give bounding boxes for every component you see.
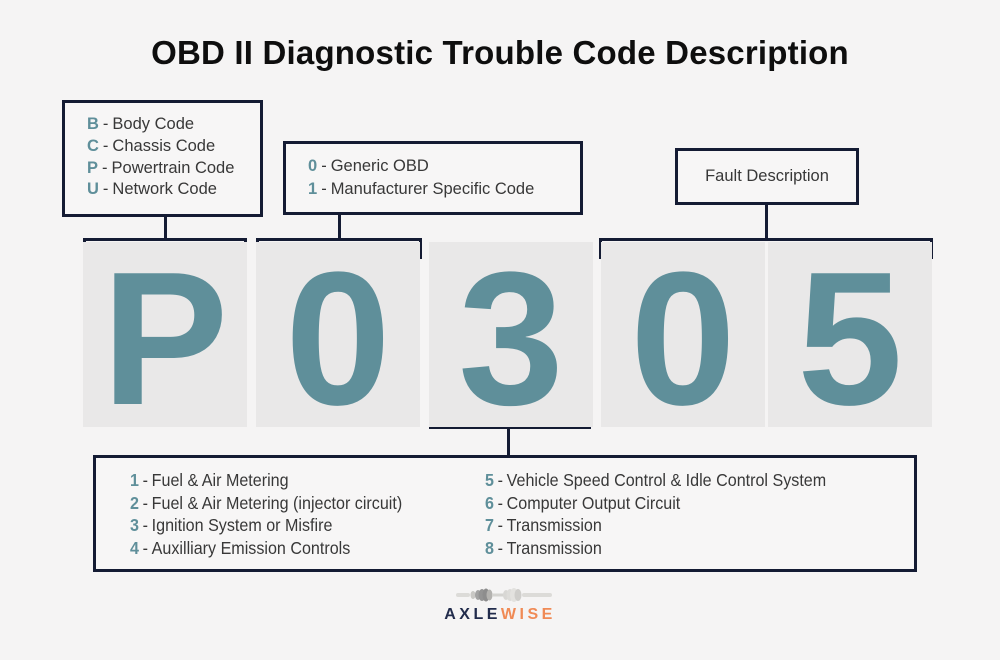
legend-separator: -	[497, 537, 503, 558]
legend-label: Transmission	[506, 537, 602, 558]
code-char-cell-5: 5	[768, 242, 932, 434]
fault-description-label: Fault Description	[705, 167, 829, 185]
legend-label: Network Code	[112, 180, 217, 199]
subsystem-item: 2-Fuel & Air Metering (injector circuit)	[130, 492, 402, 515]
connector-scope-to-char2	[338, 213, 341, 240]
legend-key: 1	[130, 470, 139, 490]
legend-separator: -	[142, 537, 148, 558]
code-char: 3	[458, 232, 564, 445]
subsystem-column-right: 5-Vehicle Speed Control & Idle Control S…	[485, 469, 856, 559]
legend-key: 2	[130, 492, 139, 513]
brand-logo: AXLEWISE	[0, 587, 1000, 624]
legend-separator: -	[497, 470, 503, 490]
legend-line: 0-Generic OBD	[308, 155, 580, 178]
connector-system-to-char1	[164, 215, 167, 240]
legend-key: 8	[485, 537, 494, 558]
code-char: 0	[630, 232, 736, 445]
legend-separator: -	[142, 470, 148, 490]
legend-label: Fuel & Air Metering (injector circuit)	[151, 492, 403, 513]
code-char: 0	[285, 232, 391, 445]
code-char-cell-3: 3	[429, 242, 593, 434]
legend-separator: -	[321, 180, 327, 198]
page-title: OBD II Diagnostic Trouble Code Descripti…	[151, 34, 849, 71]
subsystem-item: 8-Transmission	[485, 537, 826, 560]
subsystem-legend-box: 1-Fuel & Air Metering 2-Fuel & Air Meter…	[93, 455, 917, 572]
legend-key: 5	[485, 470, 494, 490]
code-char-cell-4: 0	[601, 242, 765, 434]
connector-char3-to-subsystems	[507, 427, 510, 457]
scope-code-legend-box: 0-Generic OBD 1-Manufacturer Specific Co…	[283, 141, 583, 215]
legend-key: 3	[130, 515, 139, 536]
legend-label: Chassis Code	[112, 136, 216, 155]
legend-key: P	[87, 158, 99, 177]
legend-line: U-Network Code	[87, 179, 260, 201]
legend-label: Transmission	[506, 515, 602, 536]
system-code-legend-box: B-Body Code C-Chassis Code P-Powertrain …	[62, 100, 263, 217]
legend-key: 0	[308, 157, 318, 175]
legend-line: B-Body Code	[87, 114, 260, 136]
brand-wordmark-primary: AXLE	[444, 606, 501, 623]
legend-label: Fuel & Air Metering	[151, 470, 289, 490]
connector-fault-to-chars45	[765, 203, 768, 240]
legend-separator: -	[497, 515, 503, 536]
legend-separator: -	[497, 492, 503, 513]
legend-label: Body Code	[112, 115, 195, 133]
subsystem-item: 5-Vehicle Speed Control & Idle Control S…	[485, 469, 826, 492]
code-char-cell-2: 0	[256, 242, 420, 434]
legend-separator: -	[102, 180, 109, 199]
brand-wordmark: AXLEWISE	[444, 606, 556, 624]
brand-wordmark-secondary: WISE	[500, 606, 556, 623]
legend-label: Generic OBD	[330, 157, 429, 175]
legend-key: 1	[308, 180, 318, 198]
legend-label: Auxilliary Emission Controls	[151, 537, 351, 558]
legend-key: 7	[485, 515, 494, 536]
legend-separator: -	[321, 157, 327, 175]
subsystem-item: 4-Auxilliary Emission Controls	[130, 537, 402, 560]
legend-separator: -	[102, 115, 109, 133]
legend-line: P-Powertrain Code	[87, 158, 260, 180]
legend-separator: -	[142, 515, 148, 536]
code-char: 5	[797, 232, 903, 445]
legend-separator: -	[142, 492, 148, 513]
legend-label: Computer Output Circuit	[506, 492, 681, 513]
legend-label: Ignition System or Misfire	[151, 515, 333, 536]
legend-line: 1-Manufacturer Specific Code	[308, 178, 580, 201]
code-char-cell-1: P	[83, 242, 247, 434]
legend-label: Powertrain Code	[111, 158, 235, 177]
legend-separator: -	[102, 158, 108, 177]
legend-key: C	[87, 136, 99, 155]
legend-key: 4	[130, 537, 139, 558]
fault-description-box: Fault Description	[675, 148, 859, 205]
code-char: P	[101, 232, 229, 445]
legend-line: C-Chassis Code	[87, 136, 260, 158]
legend-separator: -	[102, 136, 109, 155]
subsystem-column-left: 1-Fuel & Air Metering 2-Fuel & Air Meter…	[130, 469, 426, 559]
legend-key: U	[87, 180, 99, 199]
subsystem-item: 1-Fuel & Air Metering	[130, 469, 402, 492]
legend-label: Manufacturer Specific Code	[330, 180, 535, 198]
axle-shaft-icon	[456, 588, 552, 602]
legend-key: 6	[485, 492, 494, 513]
subsystem-item: 3-Ignition System or Misfire	[130, 514, 402, 537]
subsystem-item: 6-Computer Output Circuit	[485, 492, 826, 515]
legend-label: Vehicle Speed Control & Idle Control Sys…	[506, 470, 827, 490]
subsystem-item: 7-Transmission	[485, 514, 826, 537]
legend-key: B	[87, 115, 99, 133]
